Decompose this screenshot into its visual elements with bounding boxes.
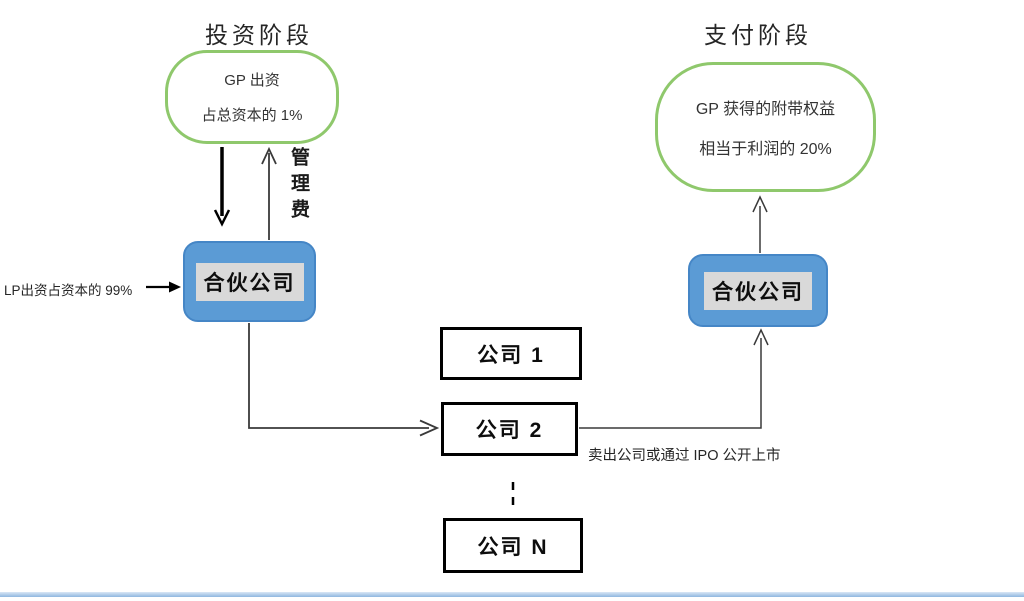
partnership-node-right: 合伙公司 [688, 254, 828, 327]
payout-arrow [752, 195, 768, 253]
lp-contribution-label: LP出资占资本的 99% [4, 283, 133, 298]
lp-arrow [146, 281, 181, 293]
gp-contribution-oval: GP 出资 占总资本的 1% [165, 50, 339, 144]
partnership-right-label: 合伙公司 [704, 271, 812, 310]
invest-phase-title: 投资阶段 [205, 22, 313, 48]
gp-contribution-line2: 占总资本的 1% [201, 107, 303, 124]
gp-contribution-line1: GP 出资 [224, 72, 280, 89]
investment-connector [248, 323, 440, 437]
company-2-box: 公司 2 [441, 402, 578, 456]
carried-interest-line2: 相当于利润的 20% [699, 141, 832, 158]
gp-to-partnership-arrow [213, 147, 231, 227]
exit-ipo-label: 卖出公司或通过 IPO 公开上市 [588, 448, 781, 464]
company-1-label: 公司 1 [477, 343, 545, 367]
partnership-left-label: 合伙公司 [195, 262, 304, 301]
company-1-box: 公司 1 [440, 327, 582, 380]
company-2-label: 公司 2 [475, 419, 544, 442]
partnership-node-left: 合伙公司 [183, 241, 316, 322]
pay-phase-title: 支付阶段 [704, 22, 812, 48]
management-fee-arrow [261, 146, 277, 240]
company-n-label: 公司 N [477, 535, 549, 559]
carried-interest-oval: GP 获得的附带权益 相当于利润的 20% [655, 62, 876, 192]
bottom-divider-line [0, 592, 1024, 597]
management-fee-label: 管理费 [288, 147, 309, 225]
company-n-box: 公司 N [443, 518, 583, 573]
carried-interest-line1: GP 获得的附带权益 [695, 101, 836, 118]
exit-connector [579, 328, 769, 429]
